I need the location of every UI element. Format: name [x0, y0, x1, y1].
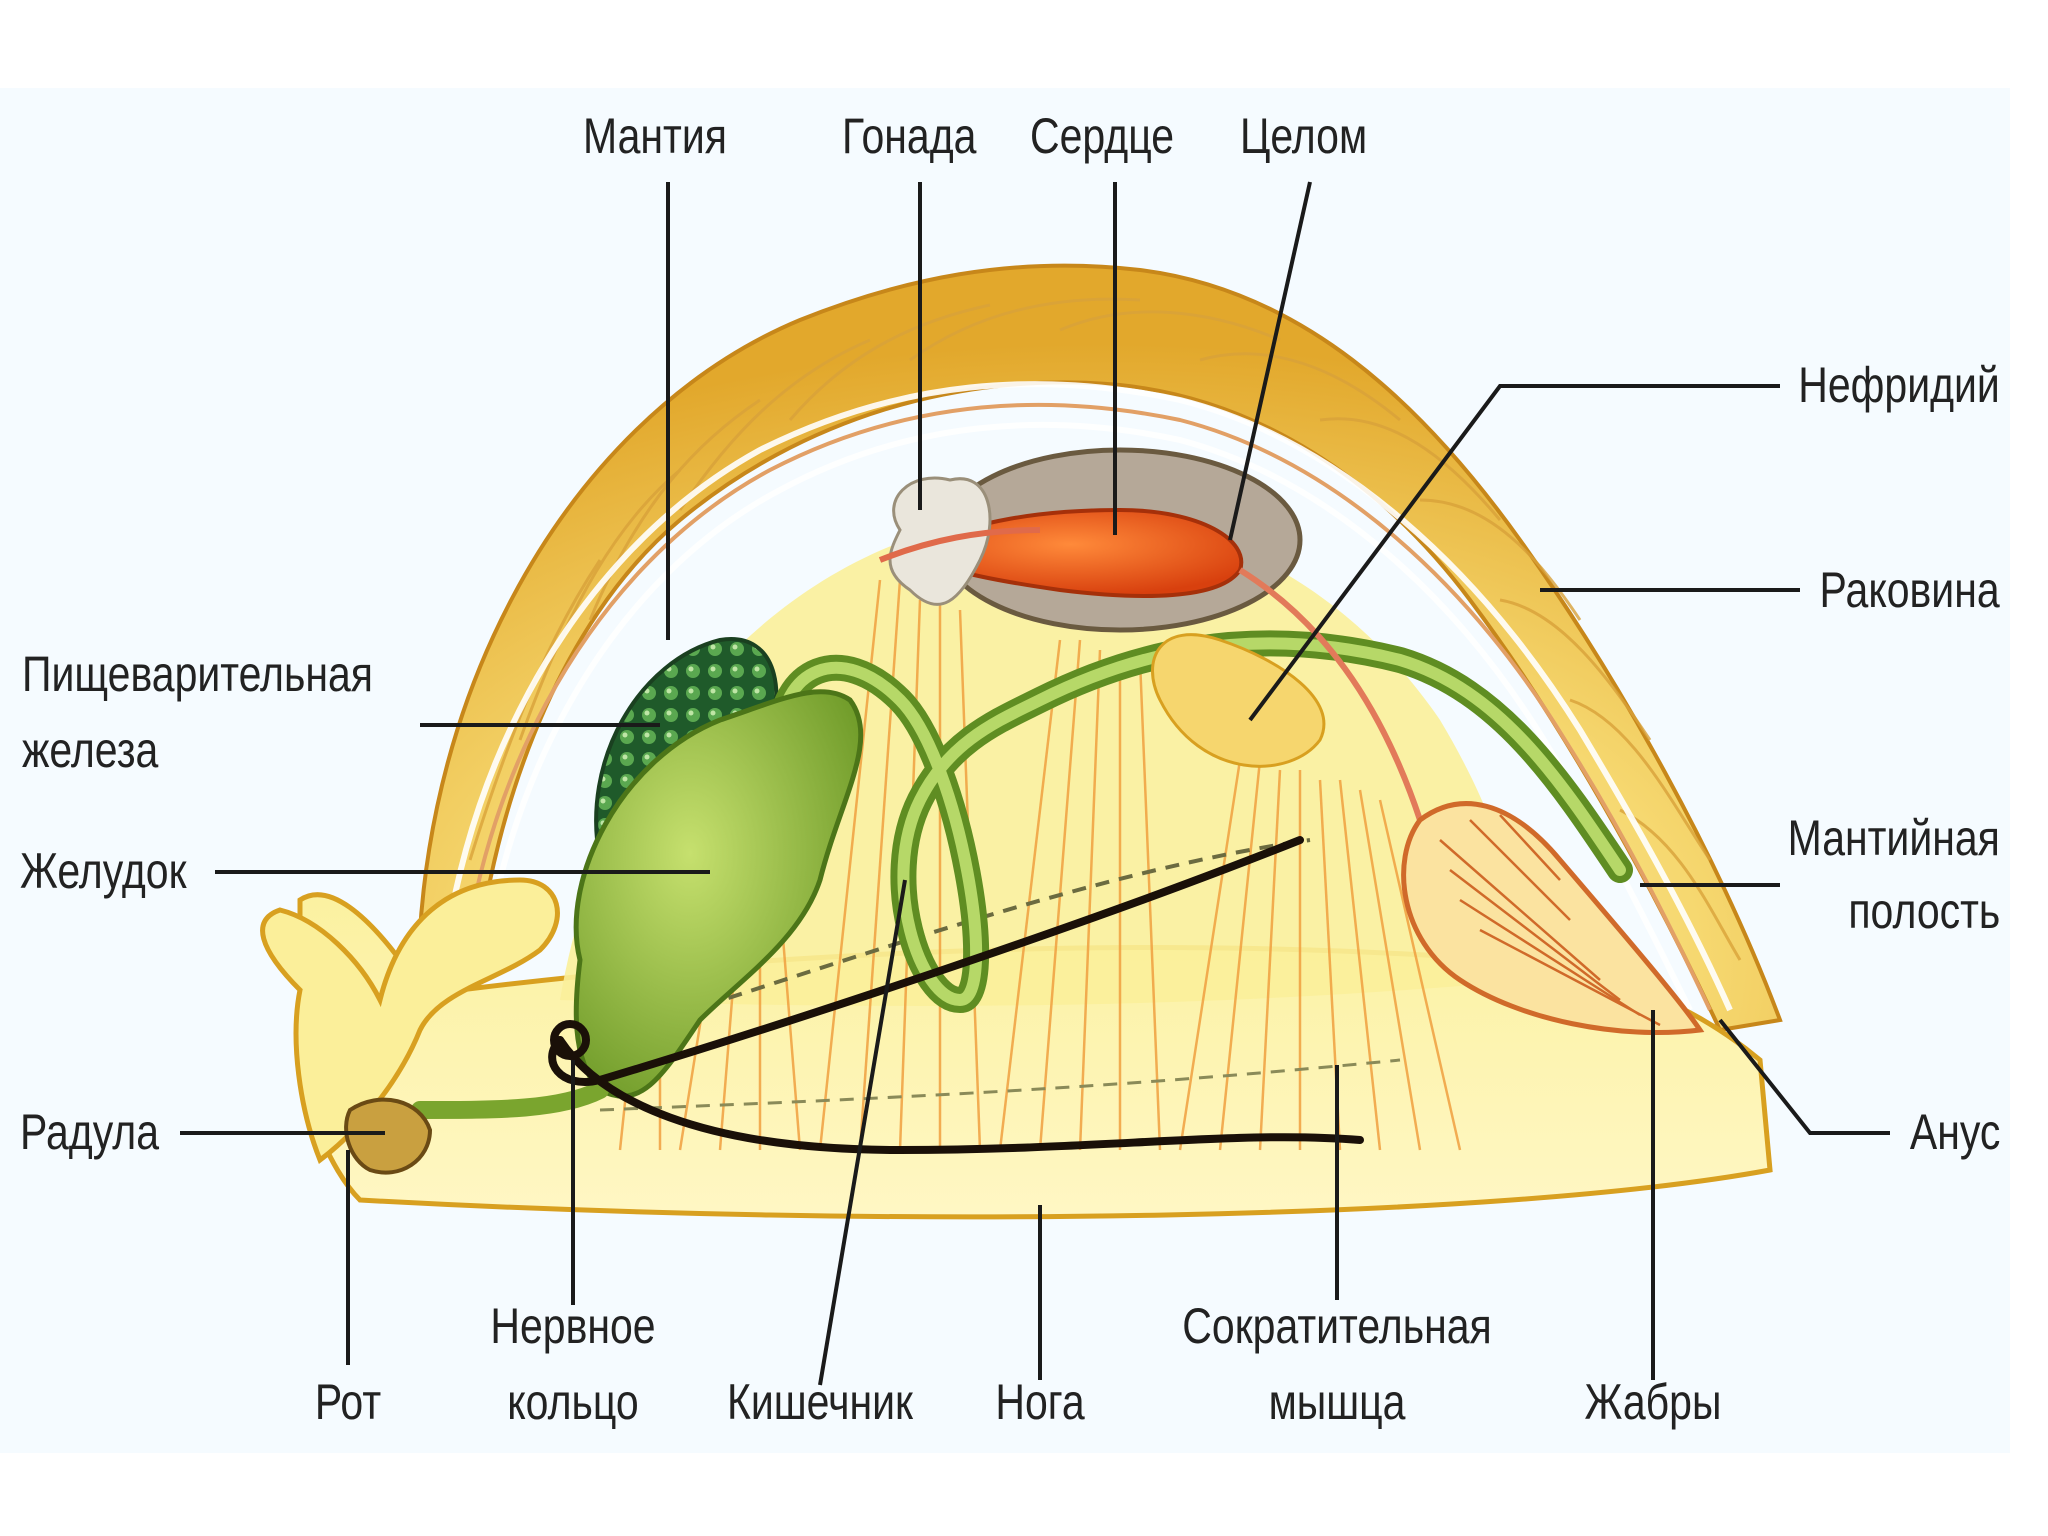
label-digestive-gland-line2: железа	[22, 722, 158, 778]
label-digestive-gland-line1: Пищеварительная	[22, 646, 373, 702]
radula-shape	[346, 1100, 430, 1173]
label-retractor-line1: Сократительная	[1157, 1298, 1518, 1354]
label-retractor-line2: мышца	[1157, 1374, 1518, 1430]
label-heart: Сердце	[1030, 108, 1174, 164]
label-mantle-cavity-line1: Мантийная	[1788, 810, 2000, 866]
label-gonad: Гонада	[842, 108, 976, 164]
label-shell: Раковина	[1820, 562, 2000, 618]
label-coelom: Целом	[1240, 108, 1367, 164]
label-stomach: Желудок	[20, 843, 187, 899]
label-radula: Радула	[20, 1104, 159, 1160]
label-mantle-cavity-line2: полость	[1848, 883, 2000, 939]
label-foot: Нога	[950, 1374, 1130, 1430]
label-nephridium: Нефридий	[1798, 357, 2000, 413]
label-mantle: Мантия	[583, 108, 727, 164]
label-nerve-ring-line1: Нервное	[466, 1298, 679, 1354]
label-intestine: Кишечник	[697, 1374, 943, 1430]
label-anus: Анус	[1909, 1104, 2000, 1160]
label-mouth: Рот	[266, 1374, 430, 1430]
label-gills: Жабры	[1546, 1374, 1759, 1430]
label-nerve-ring-line2: кольцо	[466, 1374, 679, 1430]
